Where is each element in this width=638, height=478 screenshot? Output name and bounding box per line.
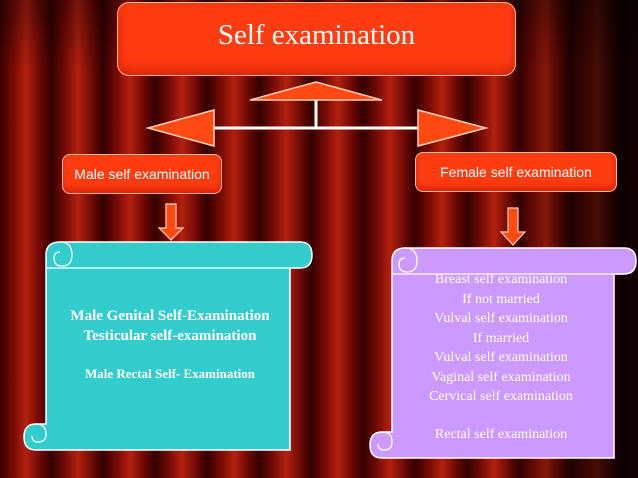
male-down-arrow [157,203,185,241]
female-item: Vaginal self examination [431,369,571,385]
right-arrow-head [417,109,489,147]
title-text: Self examination [217,18,416,51]
female-item: Cervical self examination [429,389,573,404]
title-box: Self examination [117,2,516,76]
female-scroll [369,247,637,459]
female-items-list: Breast self examination If not married V… [395,270,607,444]
up-triangle-arrow [249,81,383,101]
female-item: Vulval self examination [434,350,568,365]
spacer [395,407,607,425]
female-down-arrow [499,207,527,246]
male-label-text: Male self examination [74,166,210,182]
female-item: If married [472,330,530,346]
female-item: If not married [462,291,540,307]
female-label-text: Female self examination [440,164,592,180]
female-item: Vulval self examination [434,311,568,326]
male-item-rectal: Male Rectal Self- Examination [84,366,256,381]
male-item-genital: Male Genital Self-Examination [70,308,270,324]
male-scroll [23,241,313,451]
male-item-testicular: Testicular self-examination [83,328,257,344]
male-label-box: Male self examination [62,154,222,194]
female-item: Breast self examination [434,272,568,287]
male-items-list: Male Genital Self-Examination Testicular… [50,306,290,384]
female-label-box: Female self examination [415,152,617,192]
left-arrow-head [145,109,215,147]
female-item: Rectal self examination [434,426,568,442]
